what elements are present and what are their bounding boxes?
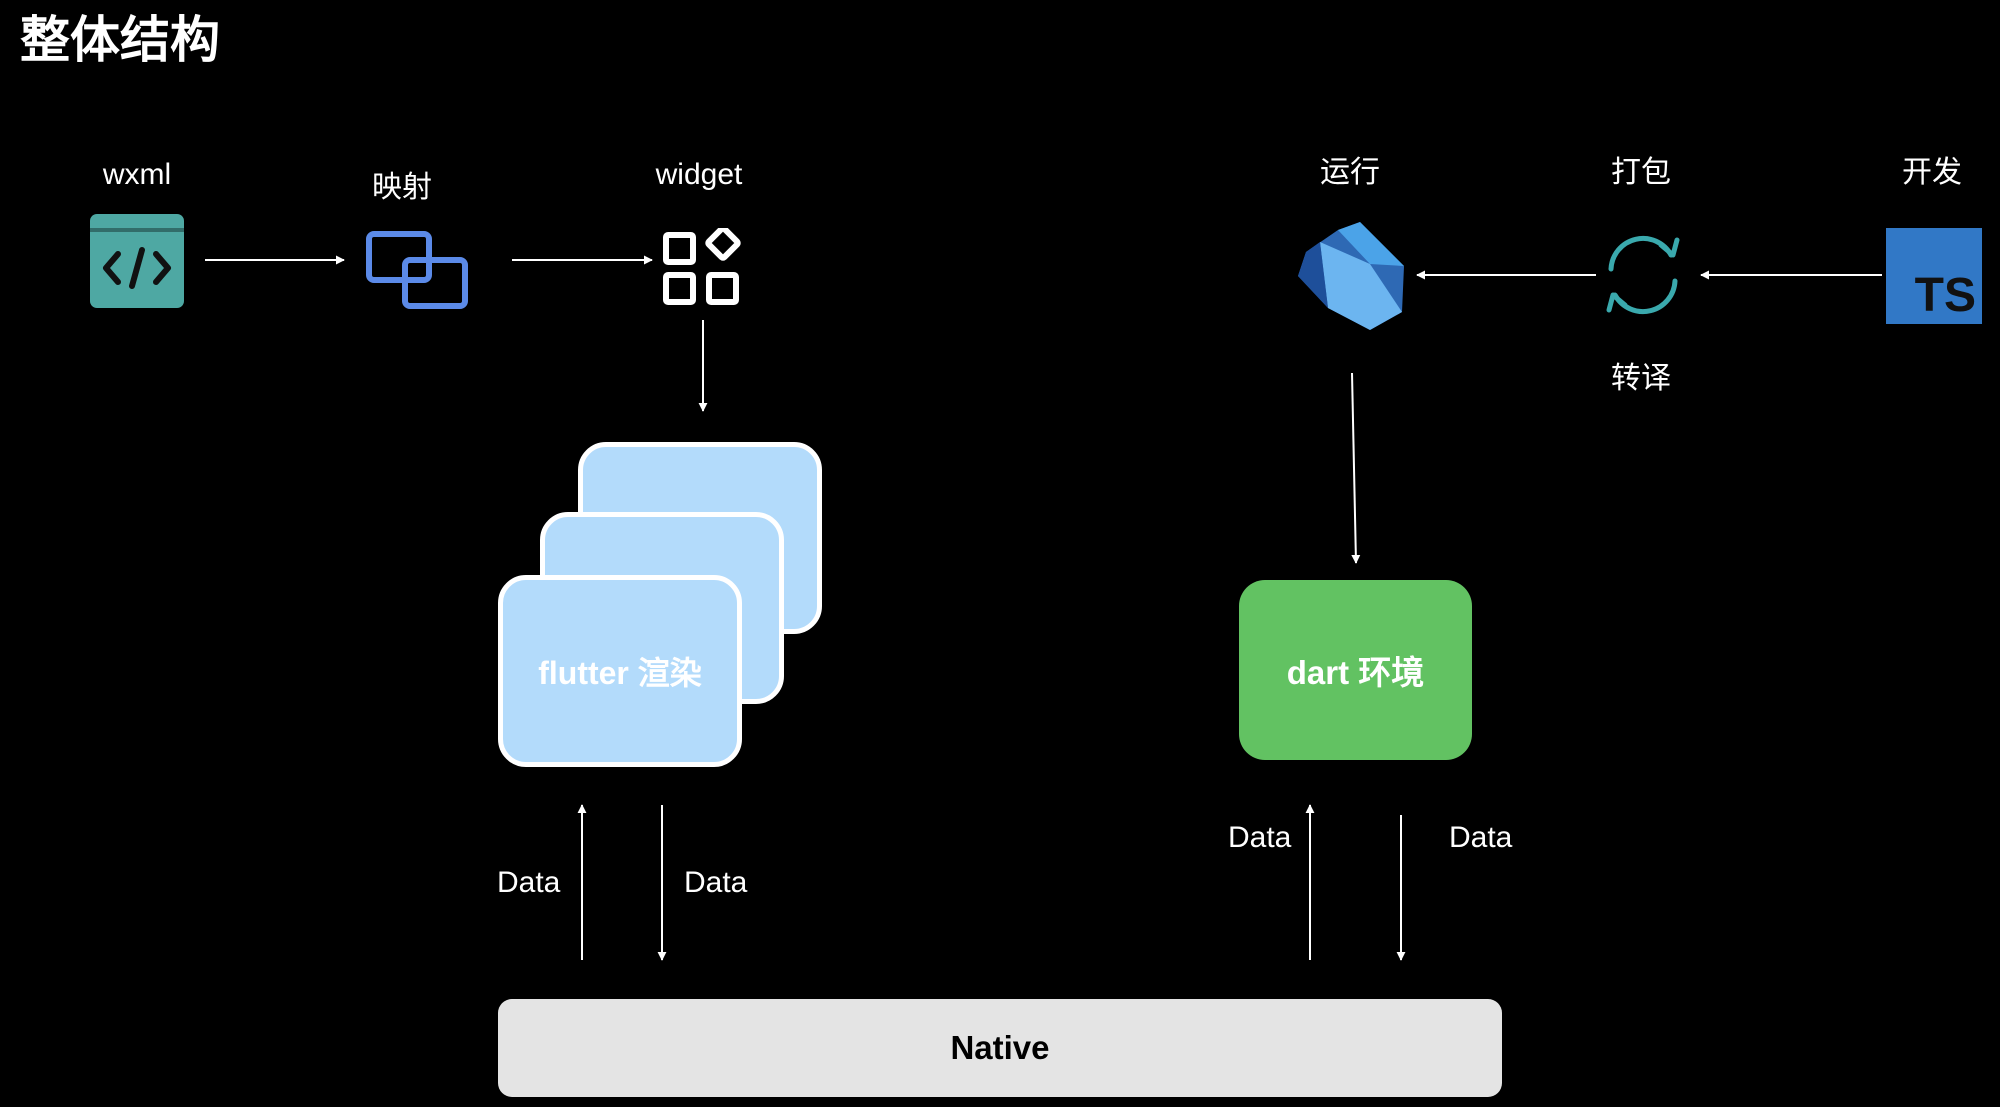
dart-data-down-label: Data: [1449, 821, 1513, 854]
page-title: 整体结构: [20, 12, 220, 68]
flutter-render-box: flutter 渲染: [498, 575, 742, 767]
dart-data-up-label: Data: [1228, 821, 1292, 854]
typescript-logo-icon: TS: [1886, 228, 1982, 324]
run-label: 运行: [1320, 156, 1380, 189]
code-window-icon: [90, 214, 184, 308]
native-label: Native: [950, 1029, 1050, 1066]
arrow-run-to-dart: [1351, 372, 1361, 564]
dart-env-label: dart 环境: [1286, 654, 1425, 691]
widget-label: widget: [655, 158, 743, 191]
mapping-label: 映射: [372, 171, 432, 204]
develop-label: 开发: [1902, 156, 1962, 189]
dart-logo-icon: [1298, 222, 1404, 330]
sync-cycle-icon: [1601, 233, 1685, 317]
bundle-label: 打包: [1611, 156, 1671, 189]
flutter-data-up-label: Data: [497, 866, 561, 899]
dart-env-box: dart 环境: [1239, 580, 1472, 760]
transpile-label: 转译: [1611, 362, 1671, 395]
native-box: Native: [498, 999, 1502, 1097]
flutter-data-down-label: Data: [684, 866, 748, 899]
ts-logo-text: TS: [1914, 269, 1976, 322]
flutter-render-label: flutter 渲染: [538, 655, 702, 691]
mapping-squares-icon: [365, 230, 469, 310]
widget-grid-icon: [662, 228, 742, 308]
wxml-label: wxml: [102, 158, 172, 191]
